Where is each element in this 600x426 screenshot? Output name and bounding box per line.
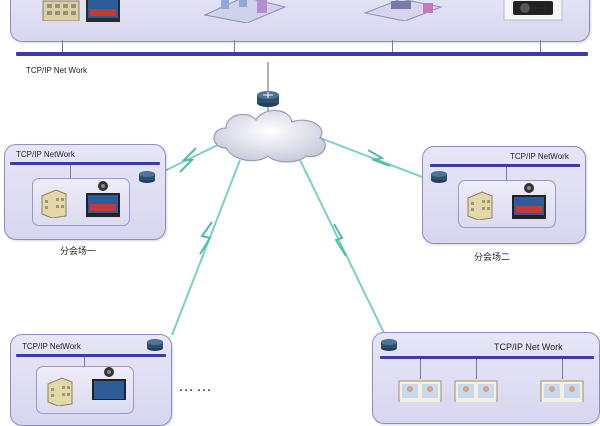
lightning-site-4 (333, 223, 347, 257)
site-1-drop (70, 165, 71, 179)
hq-drop-4 (540, 40, 541, 52)
more-sites-ellipsis: …… (178, 378, 214, 395)
site-2-router-icon (431, 171, 447, 183)
site-1-network-label: TCP/IP NetWork (16, 150, 75, 159)
site-3-video-terminal-icon (92, 367, 126, 400)
site-2-drop (506, 167, 507, 181)
lightning-site-1 (179, 147, 197, 173)
camera-device-icon (503, 0, 563, 21)
video-terminal-icon (86, 0, 120, 22)
hq-panel (10, 0, 590, 42)
site-1-name: 分会场一 (60, 246, 97, 256)
building-icon (42, 0, 80, 21)
site-2-name: 分会场二 (474, 252, 511, 262)
hq-drop-2 (234, 40, 235, 52)
site-2-video-terminal-icon (512, 183, 546, 219)
hq-network-bus (16, 52, 588, 56)
site-4-network-label: TCP/IP Net Work (494, 342, 563, 352)
site-4-terminal-icon-3 (540, 380, 584, 402)
site-1-building-icon (41, 189, 67, 218)
mcu-device-icon (363, 0, 443, 21)
site-2-network-label: TCP/IP NetWork (510, 152, 569, 161)
internet-cloud-icon (213, 109, 326, 163)
hq-drop-1 (62, 40, 63, 52)
site-4-terminal-icon-2 (454, 380, 498, 402)
site-4-router-icon (381, 339, 397, 351)
wan-link-site-2 (314, 135, 431, 181)
site-4-drop-2 (476, 359, 477, 379)
site-2-network-bus (430, 164, 580, 167)
lightning-site-2 (367, 149, 391, 167)
site-1-network-bus (10, 162, 160, 165)
site-4-drop-3 (562, 359, 563, 379)
wan-link-site-3 (171, 159, 241, 336)
hq-network-label: TCP/IP Net Work (26, 66, 88, 75)
server-stack-icon (203, 0, 287, 23)
lightning-site-3 (199, 221, 213, 255)
site-3-network-label: TCP/IP NetWork (22, 342, 81, 351)
site-3-drop (84, 357, 85, 367)
core-router-icon (257, 91, 279, 107)
site-3-router-icon (147, 339, 163, 351)
site-1-video-terminal-icon (86, 181, 120, 217)
wan-link-site-4 (299, 159, 386, 336)
hq-drop-3 (392, 40, 393, 52)
wan-links-layer (149, 62, 431, 336)
site-3-network-bus (16, 354, 166, 357)
site-4-panel (372, 332, 600, 424)
site-4-drop-1 (420, 359, 421, 379)
site-2-building-icon (467, 191, 493, 220)
site-1-router-icon (139, 171, 155, 183)
site-4-network-bus (380, 356, 594, 359)
site-4-terminal-icon-1 (398, 380, 442, 402)
site-3-building-icon (47, 377, 73, 406)
